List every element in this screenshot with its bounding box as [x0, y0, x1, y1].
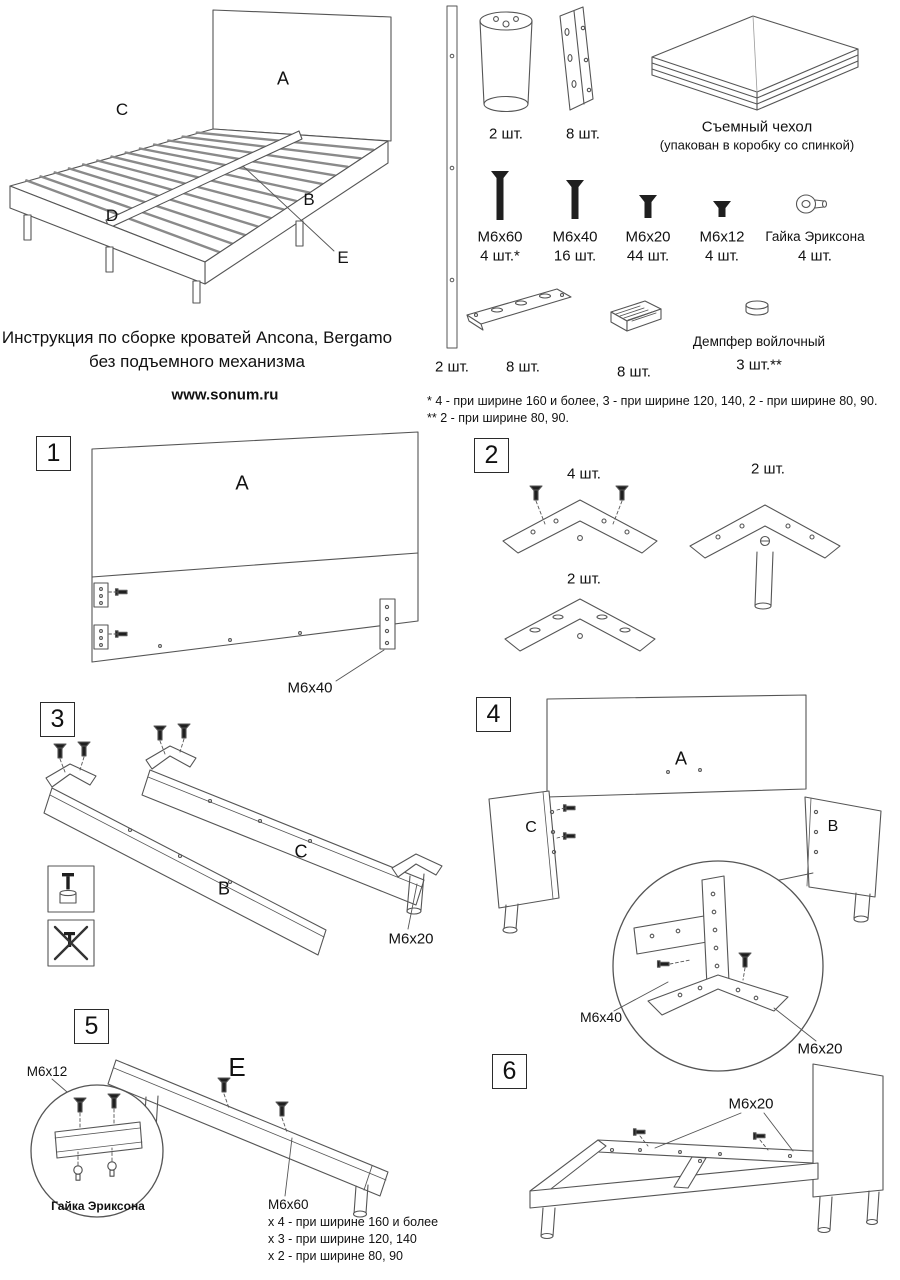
step2-qty-right: 2 шт. — [751, 460, 785, 478]
step5-screw-note-2: х 3 - при ширине 120, 140 — [268, 1232, 417, 1246]
part-qty-flat-bracket: 8 шт. — [506, 358, 540, 376]
footnote-2: ** 2 - при ширине 80, 90. — [427, 411, 569, 425]
part-cover-note: (упакован в коробку со спинкой) — [659, 137, 855, 153]
step6-screw-label: М6х20 — [728, 1095, 774, 1113]
step-3-number: 3 — [40, 702, 75, 737]
screw-qty-m6x12: 4 шт. — [705, 247, 739, 265]
step3-drawing — [43, 723, 443, 967]
step-3-number-text: 3 — [50, 705, 65, 733]
step-6-number: 6 — [492, 1054, 527, 1089]
screw-qty-m6x40: 16 шт. — [553, 247, 597, 265]
part-cover-title: Съемный чехол — [701, 118, 813, 136]
step1-screw-label: М6х40 — [287, 679, 333, 697]
step5-label-e: E — [228, 1052, 246, 1083]
screw-qty-m6x60: 4 шт.* — [480, 247, 520, 265]
bed-label-a: A — [276, 68, 290, 89]
step3-label-c: C — [294, 841, 308, 862]
step5-screw-note-3: х 2 - при ширине 80, 90 — [268, 1249, 403, 1263]
part-flat-bracket-drawing — [466, 288, 572, 331]
screw-qty-m6x20: 44 шт. — [626, 247, 670, 265]
part-qty-rib-bracket: 8 шт. — [617, 363, 651, 381]
step1-label-a: A — [235, 472, 249, 495]
part-rib-bracket-drawing — [610, 300, 662, 332]
step4-drawing — [488, 694, 882, 1072]
step2-qty-top: 4 шт. — [567, 465, 601, 483]
part-damper-qty: 3 шт.** — [736, 356, 782, 374]
part-qty-leg: 2 шт. — [489, 125, 523, 143]
step-2-number-text: 2 — [484, 441, 499, 469]
step-1-number-text: 1 — [46, 439, 61, 467]
screw-name-m6x12: М6х12 — [699, 228, 745, 246]
part-corner-bracket-drawing — [559, 6, 594, 111]
hand-tighten-icon — [47, 865, 95, 913]
part-damper-name: Демпфер войлочный — [692, 334, 826, 350]
step6-drawing — [529, 1063, 884, 1240]
step4-screw-label-bottom: М6х20 — [797, 1040, 843, 1058]
step-4-number: 4 — [476, 697, 511, 732]
step4-label-c: C — [525, 818, 537, 836]
footnote-1: * 4 - при ширине 160 и более, 3 - при ши… — [427, 394, 878, 408]
step-5-number: 5 — [74, 1009, 109, 1044]
step-2-number: 2 — [474, 438, 509, 473]
part-damper-drawing — [745, 300, 769, 316]
part-qty-side-rail: 2 шт. — [435, 358, 469, 376]
step-6-number-text: 6 — [502, 1057, 517, 1085]
screw-name-m6x40: М6х40 — [552, 228, 598, 246]
part-cover-drawing — [651, 15, 859, 111]
step1-drawing — [91, 431, 419, 682]
step4-label-b: B — [827, 817, 839, 835]
bed-overview-drawing — [9, 9, 392, 304]
step-5-number-text: 5 — [84, 1012, 99, 1040]
step5-drawing — [30, 1059, 389, 1218]
bed-label-b: B — [303, 190, 315, 210]
bed-label-e: E — [337, 248, 349, 268]
no-power-tool-icon — [47, 919, 95, 967]
step-4-number-text: 4 — [486, 700, 501, 728]
website-text: www.sonum.ru — [171, 386, 279, 404]
step4-screw-label-top: М6х40 — [579, 1008, 623, 1025]
part-erickson-nut-drawing — [795, 194, 828, 214]
bed-label-d: D — [105, 206, 119, 226]
step3-screw-label: М6х20 — [388, 930, 434, 948]
step3-label-b: B — [217, 878, 231, 899]
part-screws-drawing — [491, 171, 731, 220]
page-title-line1: Инструкция по сборке кроватей Ancona, Be… — [1, 328, 393, 348]
step5-nut-label: Гайка Эриксона — [51, 1199, 145, 1214]
part-leg-drawing — [479, 11, 533, 113]
screw-name-m6x60: М6х60 — [477, 228, 523, 246]
bed-label-c: C — [115, 100, 129, 120]
part-qty-corner-bracket: 8 шт. — [566, 125, 600, 143]
screw-name-m6x20: М6х20 — [625, 228, 671, 246]
step2-drawing — [502, 485, 841, 652]
part-erickson-nut-name: Гайка Эриксона — [765, 229, 865, 245]
part-erickson-nut-qty: 4 шт. — [798, 247, 832, 265]
step5-screw-note-1: х 4 - при ширине 160 и более — [268, 1215, 439, 1229]
step2-qty-bottom: 2 шт. — [567, 570, 601, 588]
step4-label-a: A — [674, 748, 688, 769]
part-side-rail-drawing — [446, 5, 458, 349]
step-1-number: 1 — [36, 436, 71, 471]
page-title-line2: без подъемного механизма — [89, 352, 305, 372]
step5-screw-note-title: М6х60 — [268, 1197, 309, 1212]
step5-screw-label-m6x12: М6х12 — [26, 1064, 68, 1080]
